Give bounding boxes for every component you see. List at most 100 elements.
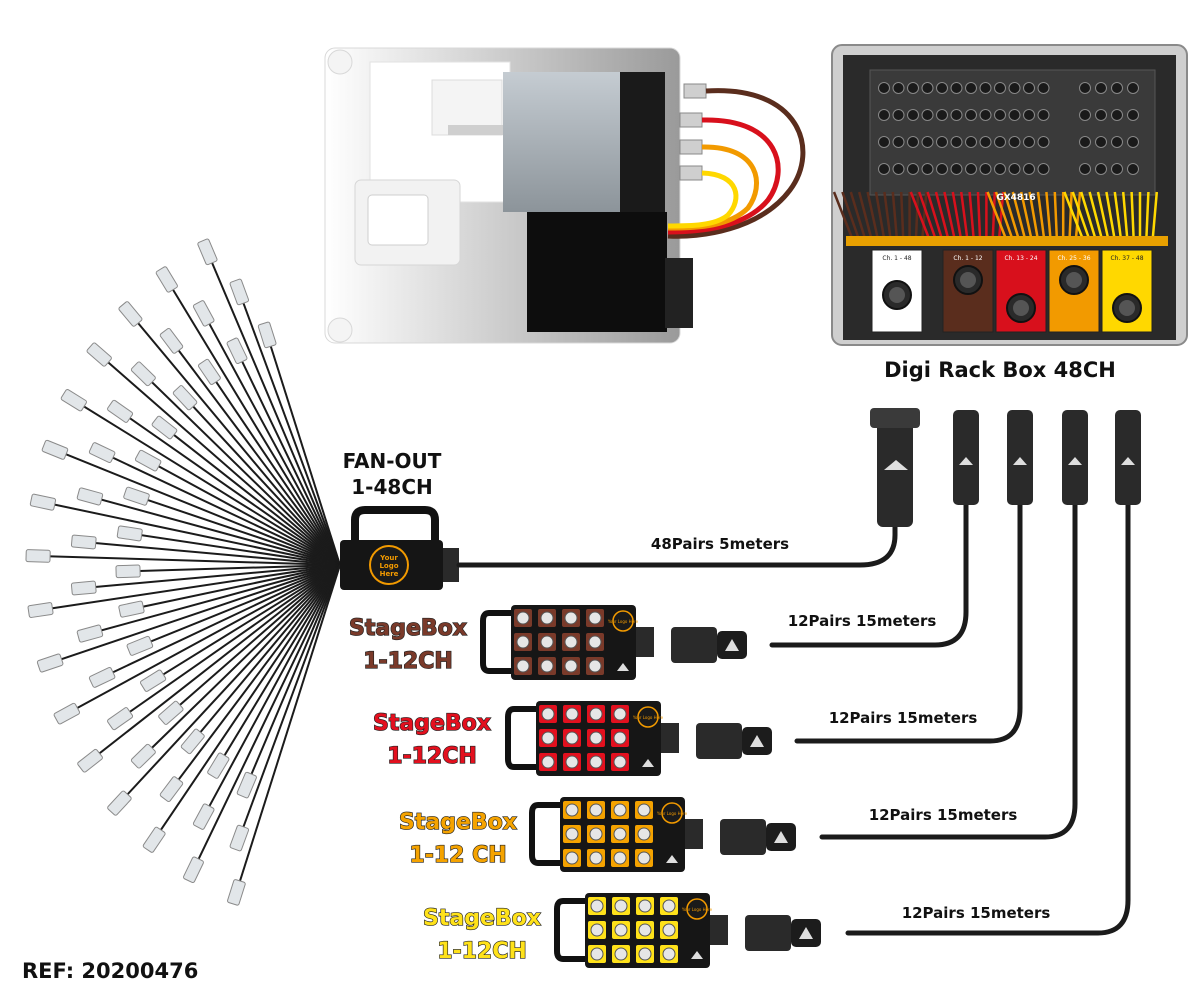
xlr-socket: [637, 803, 651, 817]
ethercon-plug: [151, 415, 178, 440]
stagebox-inlet: [710, 915, 728, 945]
pigtail-tail: [921, 191, 928, 239]
fanout-tail-cable: [165, 564, 341, 797]
pigtail-tail: [951, 191, 963, 239]
pigtail-tail: [994, 191, 1014, 239]
xlr-socket: [540, 611, 554, 625]
xlr-output-socket: [1111, 109, 1123, 121]
ethercon-plug: [257, 321, 277, 349]
ethercon-plug: [107, 707, 134, 731]
fanout-tail-cable: [235, 284, 341, 566]
brand-triangle-icon: [799, 927, 813, 939]
pigtail-tail: [997, 191, 1005, 239]
fanout-tail-cable: [242, 564, 341, 793]
xlr-socket: [613, 755, 627, 769]
xlr-input-socket: [892, 163, 905, 175]
colored-tail-pigtails: [832, 191, 1168, 246]
stagebox-handle: [480, 610, 516, 674]
pigtail-tail: [857, 191, 873, 239]
fanout-tails: [25, 238, 341, 906]
pigtail-tail: [1068, 191, 1073, 239]
stagebox-handle: [554, 898, 590, 962]
ethercon-plug: [192, 803, 215, 830]
brand-triangle-icon: [617, 663, 629, 671]
stagebox-3-cable: [819, 497, 1078, 840]
fanout-tail-cable: [66, 395, 341, 566]
xlr-input-socket: [965, 82, 977, 94]
fanout-logo-line1: Your: [379, 554, 398, 562]
stagebox-cable-connector: [696, 723, 742, 759]
xlr-output-socket: [1111, 136, 1123, 148]
rack-cable-connectors: [870, 408, 1141, 527]
xlr-socket: [613, 707, 627, 721]
xlr-input-socket: [1023, 136, 1035, 148]
stagebox-1-label-line2: 1-12CH: [363, 649, 453, 674]
stagebox-logo-badge: [686, 898, 708, 920]
fanout-tail-cable: [113, 564, 341, 810]
stagebox-handle: [529, 802, 565, 866]
pigtail-tail: [832, 191, 854, 239]
fanout-title-line2: 1-48CH: [351, 475, 432, 499]
fanout-tail-cable: [132, 564, 341, 650]
xlr-input-socket: [950, 82, 963, 94]
pigtail-tail: [1045, 191, 1052, 239]
ethercon-plug: [126, 635, 154, 656]
xlr-input-socket: [1023, 82, 1035, 94]
ethercon-plug: [229, 278, 250, 306]
fanout-tail-cable: [59, 564, 341, 719]
xlr-output-socket: [1127, 136, 1139, 148]
multipin-socket-core: [1066, 272, 1082, 288]
xlr-input-socket: [979, 109, 992, 121]
pigtail-tail: [914, 191, 920, 239]
pigtail-tail: [943, 191, 956, 239]
xlr-input-socket: [965, 136, 977, 148]
fanout-tail-cable: [81, 564, 341, 637]
fanout-tail-cable: [81, 493, 341, 566]
fanout-tail-cable: [120, 564, 341, 573]
xlr-input-socket: [950, 163, 963, 175]
ethercon-plug: [159, 776, 184, 803]
xlr-input-socket: [994, 163, 1006, 175]
ethercon-plug: [226, 337, 248, 365]
pigtail-tail: [918, 191, 937, 239]
ethercon-plug: [116, 525, 143, 542]
xlr-output-socket: [1095, 82, 1107, 94]
rack-section-2: Ch. 1 - 12: [942, 249, 994, 333]
fanout-tail-cable: [199, 305, 341, 566]
fanout-tail-cable: [123, 564, 341, 612]
xlr-input-socket: [979, 82, 992, 94]
fanout-tail-cable: [157, 421, 341, 566]
stagebox-2-cable: [794, 497, 1023, 744]
ethercon-plug: [123, 486, 150, 506]
pigtail-tail: [1053, 191, 1059, 239]
fanout-tail-cable: [232, 343, 341, 566]
xlr-socket: [565, 707, 579, 721]
stagebox-1-cable: [769, 497, 969, 648]
pigtail-tail: [926, 191, 943, 239]
xlr-input-socket: [1023, 109, 1035, 121]
xlr-input-socket: [965, 163, 977, 175]
stagebox-2-label-line2: 1-12CH: [387, 744, 477, 769]
xlr-socket: [589, 731, 603, 745]
rack-case-side-view: [324, 47, 806, 344]
xlr-socket: [564, 635, 578, 649]
ethercon-plug: [27, 602, 54, 618]
main-cable-label: 48Pairs 5meters: [651, 535, 789, 553]
pigtail-tail: [899, 191, 905, 239]
fanout-tail-cable: [32, 564, 341, 613]
xlr-socket: [564, 611, 578, 625]
pigtail-tail: [1145, 191, 1150, 239]
pigtail-tail: [1105, 191, 1116, 239]
ethercon-plug: [183, 856, 204, 884]
fanout-tail-cable: [203, 244, 341, 566]
stagebox-labels: StageBox 1-12CH StageBox 1-12CH StageBox…: [348, 615, 541, 964]
multipin-socket-core: [1013, 300, 1029, 316]
fanout-tail-cable: [34, 499, 341, 566]
ethercon-plug: [76, 624, 104, 643]
pigtail-tail: [1096, 191, 1110, 239]
fanout-logo-line3: Here: [380, 570, 399, 578]
fanout-tail-cable: [121, 531, 341, 566]
brand-triangle-icon: [725, 639, 739, 651]
fanout-tail-cable: [189, 564, 341, 878]
pigtail-tail: [934, 191, 950, 239]
